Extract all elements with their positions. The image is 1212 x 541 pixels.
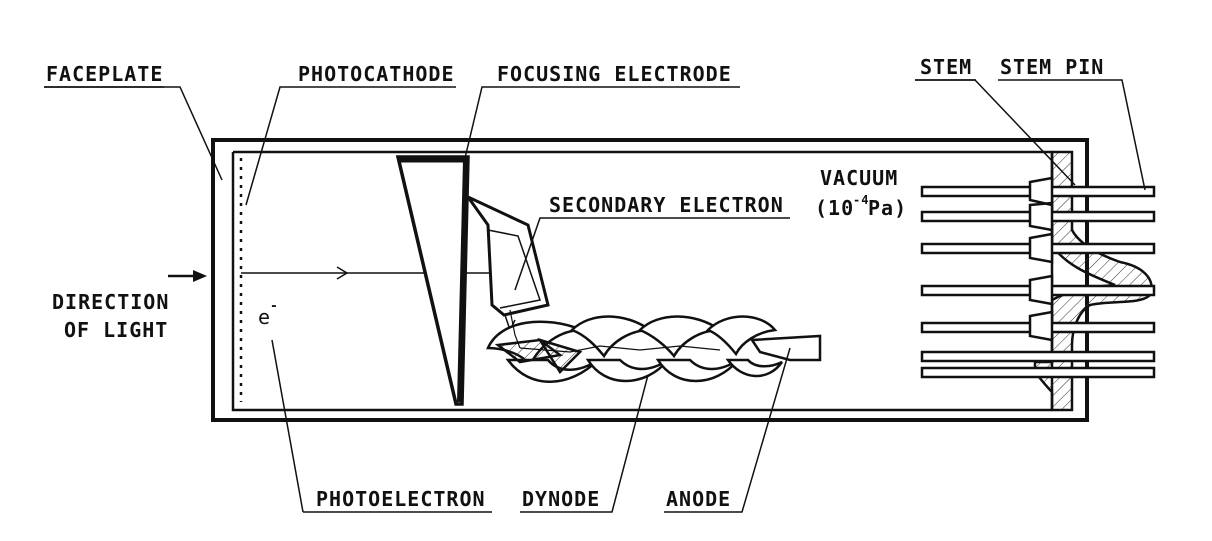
dynode-label: DYNODE bbox=[522, 487, 600, 511]
stem-label: STEM bbox=[920, 55, 972, 79]
vacuum-pressure-unit: Pa) bbox=[868, 196, 907, 220]
faceplate-label: FACEPLATE bbox=[46, 62, 163, 86]
vacuum-label: VACUUM bbox=[820, 166, 898, 190]
light-path bbox=[241, 266, 510, 280]
direction-of-light-line2: OF LIGHT bbox=[64, 318, 168, 342]
anode-plate bbox=[749, 334, 822, 362]
focusing-electrode bbox=[395, 155, 470, 406]
vacuum-pressure-base: (10 bbox=[815, 196, 854, 220]
electron-symbol: e bbox=[258, 305, 271, 329]
anode-label: ANODE bbox=[666, 487, 731, 511]
stem-pin-label: STEM PIN bbox=[1000, 55, 1104, 79]
dynode-chain bbox=[486, 315, 784, 383]
leader-lines bbox=[44, 79, 1146, 513]
electron-trajectory bbox=[509, 309, 721, 353]
light-direction-arrow bbox=[168, 270, 207, 282]
vacuum-pressure-exponent: -4 bbox=[853, 193, 869, 207]
photoelectron-label: PHOTOELECTRON bbox=[316, 487, 486, 511]
first-dynode bbox=[463, 193, 550, 332]
focusing-electrode-label: FOCUSING ELECTRODE bbox=[497, 62, 732, 86]
electron-charge: - bbox=[270, 299, 279, 314]
photocathode-label: PHOTOCATHODE bbox=[298, 62, 455, 86]
secondary-electron-label: SECONDARY ELECTRON bbox=[549, 193, 784, 217]
stem-pins bbox=[920, 176, 1156, 379]
direction-of-light-line1: DIRECTION bbox=[52, 290, 169, 314]
label-underlines bbox=[44, 79, 1107, 219]
